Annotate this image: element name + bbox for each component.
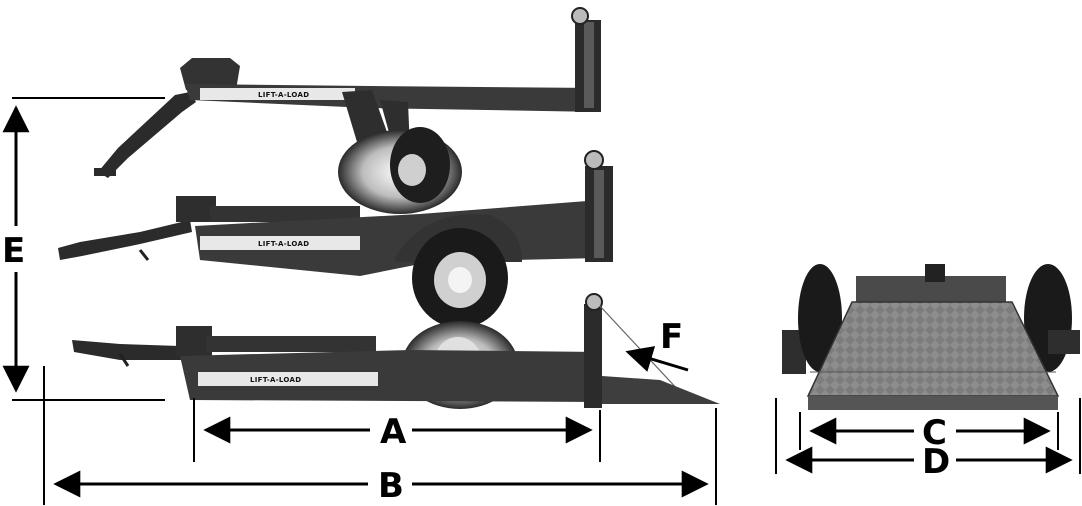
dimension-label-a: A xyxy=(380,412,407,452)
decal-loading: LIFT-A-LOAD xyxy=(250,376,301,384)
decal-raised: LIFT-A-LOAD xyxy=(258,91,309,99)
dimension-label-b: B xyxy=(378,466,404,506)
decal-transport: LIFT-A-LOAD xyxy=(258,240,309,248)
trailer-loading-position: LIFT-A-LOAD xyxy=(72,293,720,409)
trailer-rear-view xyxy=(782,264,1080,410)
dimension-label-f: F xyxy=(660,317,683,357)
dimension-label-d: D xyxy=(922,442,950,482)
dimension-label-e: E xyxy=(2,231,25,271)
trailer-raised-position: LIFT-A-LOAD xyxy=(94,7,601,214)
dimension-label-c: C xyxy=(922,413,947,453)
trailer-transport-position: LIFT-A-LOAD xyxy=(58,150,613,328)
dimension-lines xyxy=(2,97,1081,505)
